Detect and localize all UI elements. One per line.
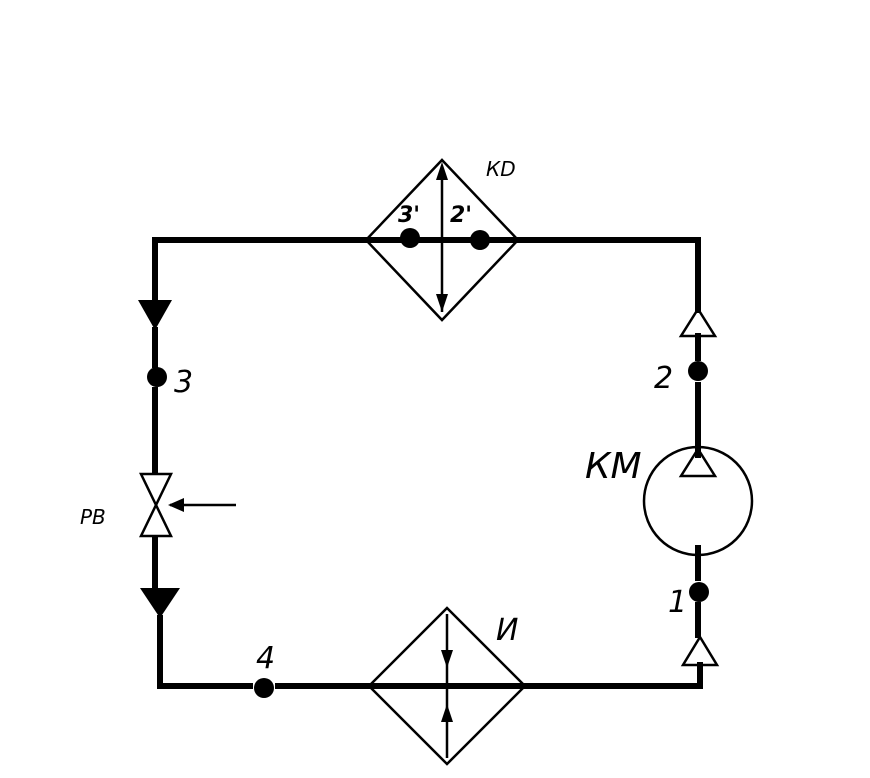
flow-arrow-down-icon xyxy=(140,588,180,618)
point-4-label: 4 xyxy=(256,641,275,676)
point-2-dot xyxy=(688,361,708,381)
evaporator-diamond xyxy=(367,606,527,766)
flow-arrow-up-icon xyxy=(680,634,720,667)
compressor-circle xyxy=(642,445,754,557)
point-1-label: 1 xyxy=(668,585,687,620)
valve-label: PB xyxy=(80,505,106,529)
point-4: 4 xyxy=(254,641,275,698)
point-4-dot xyxy=(254,678,274,698)
arrow-up-icon xyxy=(436,162,448,180)
pipe-loop xyxy=(152,237,703,689)
arrow-down-icon xyxy=(436,294,448,312)
left-branch: 3 PB xyxy=(80,300,236,618)
arrow-left-icon xyxy=(168,498,184,512)
point-1-dot xyxy=(689,582,709,602)
flow-arrow-up-icon xyxy=(678,306,718,338)
compressor: КМ xyxy=(585,445,754,557)
arrow-down-icon xyxy=(441,650,453,668)
evaporator-label: И xyxy=(496,613,518,648)
condenser-label: КD xyxy=(486,157,516,181)
point-2-label: 2 xyxy=(654,361,673,396)
compressor-label: КМ xyxy=(585,446,642,487)
condenser-diamond xyxy=(364,158,520,322)
valve-lower-triangle-icon xyxy=(139,502,173,538)
point-3p-dot xyxy=(400,228,420,248)
right-branch: 1 КМ 2 xyxy=(585,306,754,667)
point-3-dot xyxy=(147,367,167,387)
flow-arrow-down-icon xyxy=(138,300,172,330)
point-2p-dot xyxy=(470,230,490,250)
condenser: 3' 2' КD xyxy=(363,157,521,322)
point-3p-label: 3' xyxy=(398,203,420,228)
point-2p-label: 2' xyxy=(450,203,472,228)
expansion-valve: PB xyxy=(80,472,236,538)
valve-upper-triangle-icon xyxy=(139,472,173,508)
point-3-label: 3 xyxy=(174,365,193,400)
evaporator: И xyxy=(366,606,528,766)
arrow-up-icon xyxy=(441,704,453,722)
compressor-arrow-up-icon xyxy=(678,446,718,478)
